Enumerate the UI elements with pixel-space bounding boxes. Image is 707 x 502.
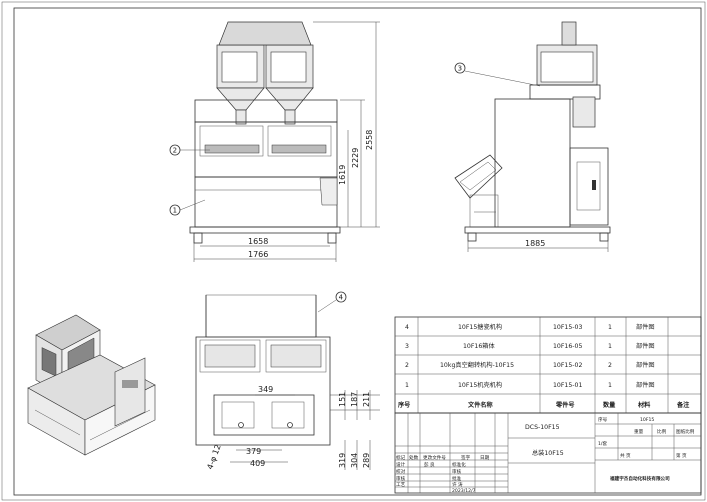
bom-row: 3 10F16箱体 10F16-05 1 部件图 [405,342,655,350]
dim-plan-379: 379 [246,447,261,456]
side-view: 1885 3 [454,21,611,252]
dim-plan-211: 211 [362,392,371,407]
svg-text:部件图: 部件图 [636,342,655,350]
svg-text:10F16箱体: 10F16箱体 [463,342,495,350]
svg-text:1: 1 [608,324,612,331]
svg-text:部件图: 部件图 [636,381,655,389]
svg-text:重量: 重量 [634,428,644,435]
svg-text:1: 1 [405,382,409,389]
callout-2: 2 [173,147,177,155]
svg-text:材料: 材料 [637,401,651,409]
dim-side-width: 1885 [525,239,545,248]
svg-text:更改文件号: 更改文件号 [423,454,446,461]
svg-text:10F15: 10F15 [640,417,654,423]
svg-text:1/套: 1/套 [598,440,607,447]
svg-text:文件名称: 文件名称 [468,401,494,409]
dim-plan-349: 349 [258,385,273,394]
dim-plan-289: 289 [362,453,371,468]
plan-view: 4 349 379 409 4-φ 12 151 187 211 319 304… [195,291,380,471]
title-block: 标记 处数 更改文件号 签字 日期 设计 彭 良 标准化 校对 审核 审核 批准… [394,412,702,494]
dim-plan-319: 319 [338,453,347,468]
dim-plan-151: 151 [338,392,347,407]
dim-front-inner: 1658 [248,237,268,246]
svg-text:比例: 比例 [657,428,667,435]
bom-header: 序号 文件名称 零件号 数量 材料 备注 [397,401,690,409]
front-view: 1658 1766 2558 2229 1619 2 1 [169,21,380,262]
svg-text:审核: 审核 [396,475,406,482]
drawing-date: 2023/12/7 [452,488,476,494]
svg-text:日期: 日期 [480,455,490,461]
dim-height-total: 2558 [365,130,374,150]
drawing-title: 总装10F15 [532,449,564,457]
svg-text:数量: 数量 [603,401,616,409]
svg-text:部件图: 部件图 [636,323,655,331]
dim-plan-409: 409 [250,459,265,468]
svg-text:10F15-02: 10F15-02 [553,362,582,369]
approver-name: 许 涛 [452,481,463,488]
svg-text:部件图: 部件图 [636,361,655,369]
company-name: 福建宇杰自动化科技有限公司 [609,475,670,482]
dim-hole-note: 4-φ 12 [205,443,222,470]
svg-text:图纸比例: 图纸比例 [676,428,695,435]
dim-height-mid: 2229 [351,148,360,168]
svg-text:3: 3 [405,343,409,350]
svg-text:第 页: 第 页 [676,452,687,459]
bom-row: 2 10kg真空翻转机构-10F15 10F15-02 2 部件图 [405,361,655,369]
svg-text:序号: 序号 [397,401,410,409]
svg-text:2: 2 [405,362,409,369]
svg-text:10F16-05: 10F16-05 [553,343,582,350]
svg-text:标记: 标记 [396,454,406,461]
svg-text:审核: 审核 [452,468,462,475]
svg-text:10F15搪瓷机构: 10F15搪瓷机构 [458,323,502,331]
bom-row: 4 10F15搪瓷机构 10F15-03 1 部件图 [405,323,655,331]
callout-4: 4 [339,294,344,302]
drawing-number: DCS-10F15 [525,424,560,431]
svg-text:备注: 备注 [676,401,690,409]
svg-text:4: 4 [405,324,409,331]
svg-text:零件号: 零件号 [555,401,575,409]
svg-text:批准: 批准 [452,475,462,482]
dim-plan-187: 187 [350,392,359,407]
svg-text:标准化: 标准化 [452,461,466,468]
svg-text:10F15-01: 10F15-01 [553,382,582,389]
svg-text:共 页: 共 页 [620,452,631,459]
svg-text:设计: 设计 [396,461,406,468]
svg-text:签字: 签字 [461,454,471,461]
callout-1: 1 [173,207,177,215]
svg-text:1: 1 [608,382,612,389]
svg-text:10F15-03: 10F15-03 [553,324,582,331]
callout-3: 3 [458,65,462,73]
svg-text:1: 1 [608,343,612,350]
dim-plan-304: 304 [350,453,359,468]
bom-row: 1 10F15机壳机构 10F15-01 1 部件图 [405,381,655,389]
isometric-view [27,314,156,456]
svg-text:10kg真空翻转机构-10F15: 10kg真空翻转机构-10F15 [440,361,514,369]
svg-text:工艺: 工艺 [396,482,406,488]
svg-text:处数: 处数 [409,454,419,461]
svg-text:2: 2 [608,362,612,369]
svg-text:校对: 校对 [396,468,406,475]
svg-text:10F15机壳机构: 10F15机壳机构 [458,381,502,389]
bom-table: 4 10F15搪瓷机构 10F15-03 1 部件图 3 10F16箱体 10F… [394,316,702,414]
dim-height-lower: 1619 [338,165,347,185]
inner-border [13,7,702,496]
dim-front-outer: 1766 [248,250,268,259]
svg-text:序号: 序号 [598,416,608,423]
designer-name: 彭 良 [424,461,435,468]
